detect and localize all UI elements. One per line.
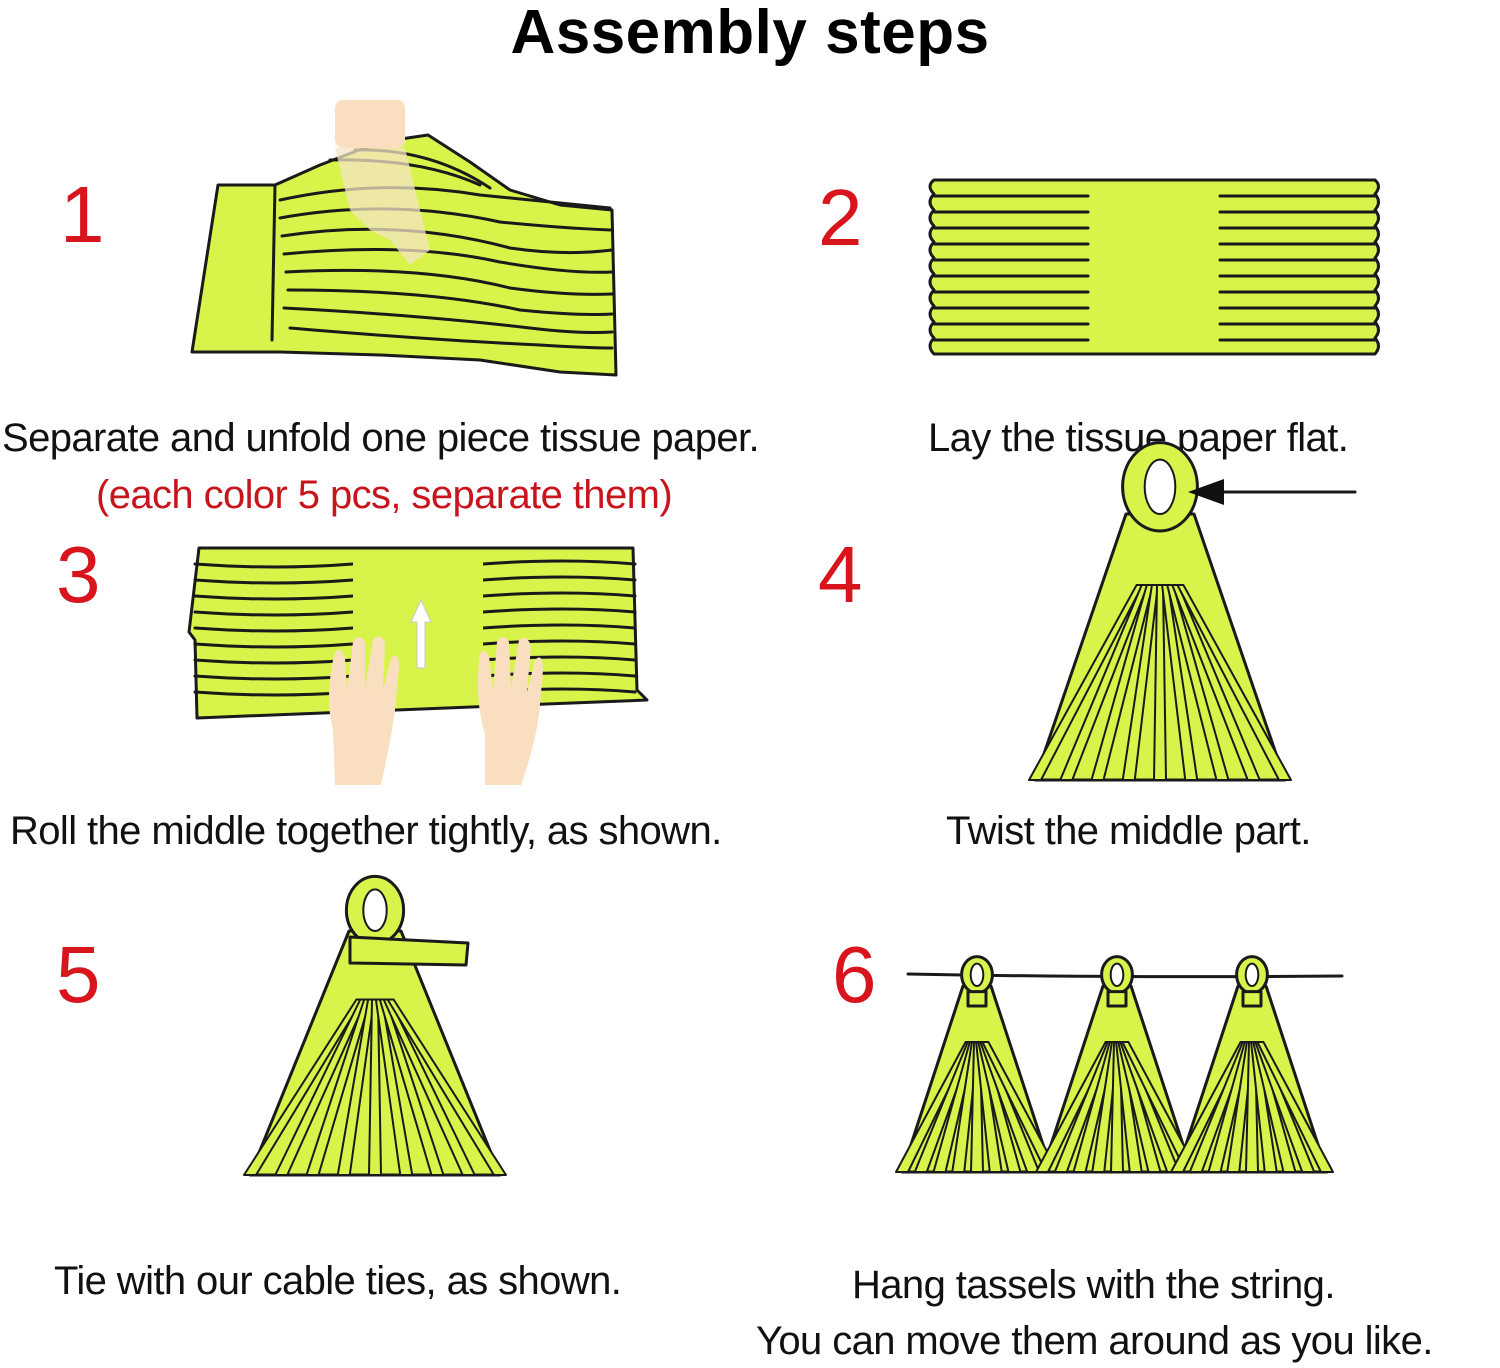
step-5-caption: Tie with our cable ties, as shown. xyxy=(54,1259,622,1303)
step-3-illustration xyxy=(187,546,649,785)
step-5-illustration xyxy=(243,874,507,1177)
step-6-illustration xyxy=(895,955,1344,1174)
page-title: Assembly steps xyxy=(510,0,990,67)
step-4-caption: Twist the middle part. xyxy=(946,809,1311,853)
step-6-caption: Hang tassels with the string. xyxy=(852,1263,1335,1307)
step-2-illustration xyxy=(928,178,1380,356)
step-number-4: 4 xyxy=(818,530,863,619)
step-1-note: (each color 5 pcs, separate them) xyxy=(96,473,673,517)
step-4-illustration xyxy=(1028,441,1357,782)
step-number-3: 3 xyxy=(56,530,101,619)
step-number-5: 5 xyxy=(56,930,101,1019)
step-1-caption: Separate and unfold one piece tissue pap… xyxy=(2,416,760,460)
step-1-illustration xyxy=(190,100,618,377)
step-3-caption: Roll the middle together tightly, as sho… xyxy=(10,809,722,853)
step-number-6: 6 xyxy=(832,930,877,1019)
step-number-2: 2 xyxy=(818,173,863,262)
step-number-1: 1 xyxy=(60,170,105,259)
step-6-caption-2: You can move them around as you like. xyxy=(756,1319,1433,1363)
